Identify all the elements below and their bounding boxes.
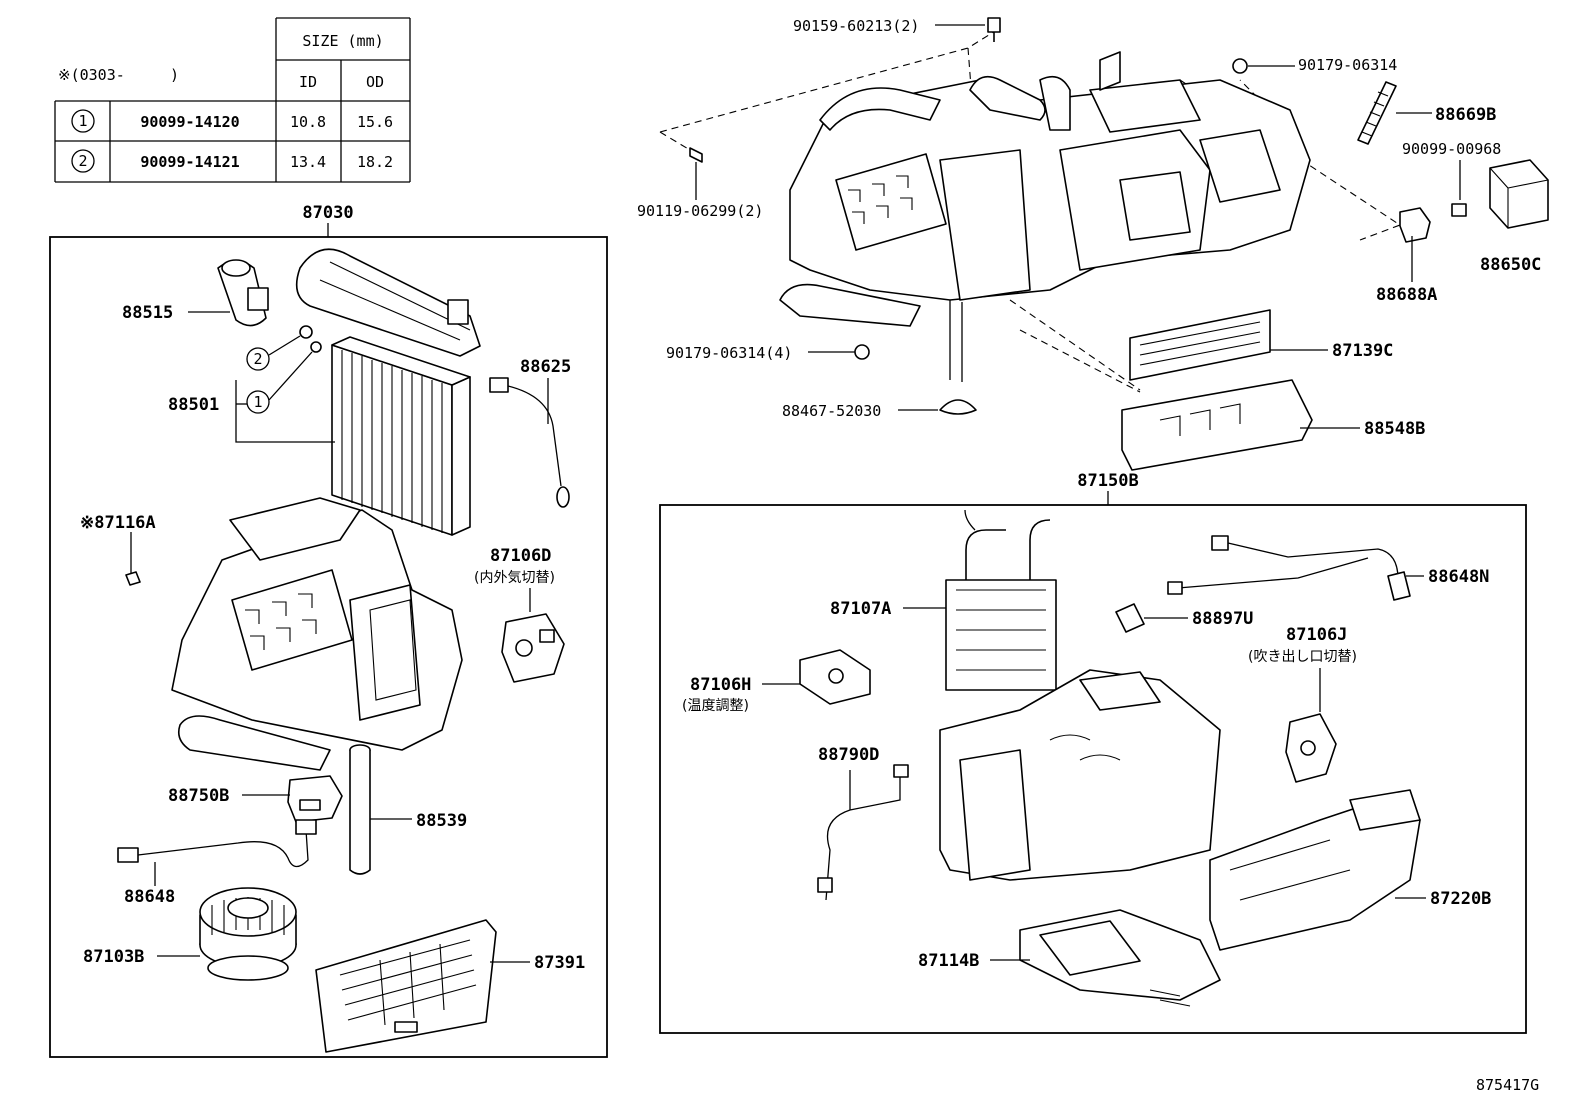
col-od-header: OD	[366, 73, 384, 91]
figure-id: 875417G	[1476, 1076, 1539, 1094]
row1-mark: 1	[78, 112, 87, 130]
circle-2: 2	[253, 350, 262, 368]
part-87116A-clip[interactable]	[125, 571, 141, 586]
part-88897U-sensor[interactable]	[1115, 603, 1145, 633]
note-87106H: (温度調整)	[682, 698, 749, 714]
blower-case-shape[interactable]	[171, 497, 463, 771]
label-87116A[interactable]: ※87116A	[80, 513, 156, 533]
part-88501-evaporator[interactable]	[331, 336, 471, 536]
label-87103B[interactable]: 87103B	[83, 947, 144, 967]
size-header: SIZE (mm)	[302, 32, 383, 50]
part-87106D-servo[interactable]	[501, 613, 565, 683]
part-88648N-harness[interactable]	[1167, 535, 1411, 601]
label-90099[interactable]: 90099-00968	[1402, 140, 1501, 158]
part-88750B-resistor[interactable]	[287, 775, 343, 823]
col-id-header: ID	[299, 73, 317, 91]
size-table: SIZE (mm) ID OD ※(0303- ) 1 90099-14120 …	[54, 17, 411, 183]
right-group-87150B: 87150B 87107A 88897U 88648N	[659, 471, 1527, 1034]
heater-case-shape[interactable]	[939, 669, 1221, 881]
label-87106H[interactable]: 87106H	[690, 675, 751, 695]
label-88897U[interactable]: 88897U	[1192, 609, 1253, 629]
part-88790D-harness[interactable]	[817, 764, 909, 901]
row2-od: 18.2	[357, 153, 393, 171]
note-87106J: (吹き出し口切替)	[1248, 649, 1357, 665]
row1-id: 10.8	[290, 113, 326, 131]
part-87103B-blower-motor[interactable]	[199, 887, 297, 981]
circle-1: 1	[253, 393, 262, 411]
label-88467[interactable]: 88467-52030	[782, 402, 881, 420]
note-close: )	[170, 66, 179, 84]
left-group-87030: 87030 88515 2 1	[49, 203, 608, 1058]
label-90179a[interactable]: 90179-06314	[1298, 56, 1397, 74]
part-87220B-duct[interactable]	[1209, 789, 1421, 951]
part-90179-nut[interactable]	[1232, 58, 1248, 74]
part-87106J-servo[interactable]	[1285, 713, 1337, 783]
label-88501[interactable]: 88501	[168, 395, 219, 415]
label-88539[interactable]: 88539	[416, 811, 467, 831]
label-90119[interactable]: 90119-06299(2)	[637, 202, 763, 220]
label-87030[interactable]: 87030	[302, 203, 353, 223]
label-88648N[interactable]: 88648N	[1428, 567, 1489, 587]
label-87150B[interactable]: 87150B	[1077, 471, 1138, 491]
top-right-assembly: 90159-60213(2) 90179-06314 88669B 90099-…	[637, 17, 1549, 471]
part-90119-bolt[interactable]	[689, 147, 703, 163]
label-87106J[interactable]: 87106J	[1286, 625, 1347, 645]
part-90159-bolt[interactable]	[987, 17, 1001, 42]
label-88548B[interactable]: 88548B	[1364, 419, 1425, 439]
row2-part: 90099-14121	[140, 153, 239, 171]
label-88669B[interactable]: 88669B	[1435, 105, 1496, 125]
label-90179b[interactable]: 90179-06314(4)	[666, 344, 792, 362]
part-87391-cover[interactable]	[315, 919, 497, 1053]
part-88539-hose[interactable]	[349, 744, 371, 875]
label-88625[interactable]: 88625	[520, 357, 571, 377]
evaporator-cover-shape[interactable]	[295, 248, 481, 357]
part-90179-nut-b[interactable]	[854, 344, 870, 360]
label-87106D[interactable]: 87106D	[490, 546, 551, 566]
hvac-unit-shape[interactable]	[779, 51, 1311, 382]
note-mark: ※(0303-	[58, 66, 125, 84]
part-88625-thermistor[interactable]	[489, 377, 570, 508]
label-87391[interactable]: 87391	[534, 953, 585, 973]
label-88515[interactable]: 88515	[122, 303, 173, 323]
label-87139C[interactable]: 87139C	[1332, 341, 1393, 361]
part-87139C-filter[interactable]	[1129, 309, 1271, 381]
label-87114B[interactable]: 87114B	[918, 951, 979, 971]
row2-mark: 2	[78, 152, 87, 170]
part-87107A-heater-core[interactable]	[945, 509, 1057, 691]
note-87106D: (内外気切替)	[474, 570, 555, 586]
label-88790D[interactable]: 88790D	[818, 745, 879, 765]
part-87106H-servo[interactable]	[799, 649, 871, 705]
part-88548B-case[interactable]	[1121, 379, 1313, 471]
part-88467-grommet[interactable]	[939, 399, 977, 415]
label-90159[interactable]: 90159-60213(2)	[793, 17, 919, 35]
part-87114B-duct[interactable]	[1019, 909, 1221, 1007]
part-88688A-bracket[interactable]	[1399, 207, 1431, 243]
part-88648-harness[interactable]	[117, 819, 317, 868]
part-90099-screw[interactable]	[1451, 203, 1467, 217]
label-88750B[interactable]: 88750B	[168, 786, 229, 806]
part-88515-shape[interactable]	[217, 259, 269, 327]
label-87107A[interactable]: 87107A	[830, 599, 891, 619]
label-87220B[interactable]: 87220B	[1430, 889, 1491, 909]
label-88648[interactable]: 88648	[124, 887, 175, 907]
part-88650C-relay[interactable]	[1489, 159, 1549, 229]
row2-id: 13.4	[290, 153, 326, 171]
part-88669B-spring[interactable]	[1357, 81, 1397, 145]
label-88650C[interactable]: 88650C	[1480, 255, 1541, 275]
row1-od: 15.6	[357, 113, 393, 131]
label-88688A[interactable]: 88688A	[1376, 285, 1437, 305]
row1-part: 90099-14120	[140, 113, 239, 131]
